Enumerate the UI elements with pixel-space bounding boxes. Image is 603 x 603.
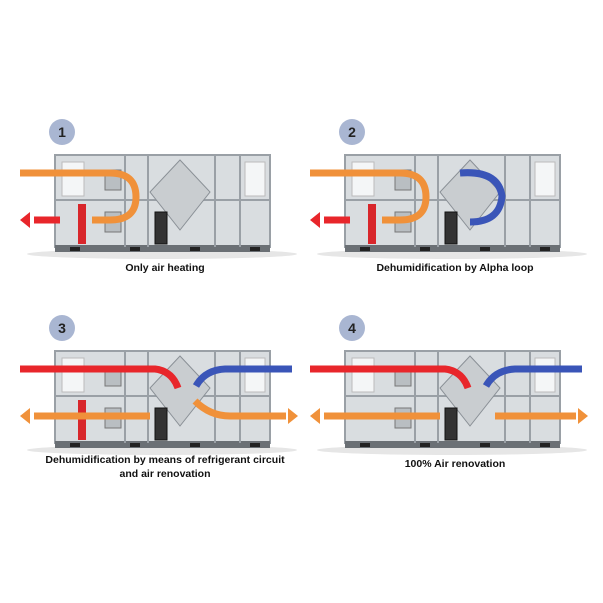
heat-exchanger-icon — [149, 159, 211, 231]
step-number: 2 — [348, 124, 356, 140]
arrow-head — [20, 408, 30, 424]
supply-air-arrow — [310, 169, 430, 224]
base-slot — [540, 247, 550, 251]
filter-panel — [244, 357, 266, 393]
heating-coil — [78, 204, 86, 244]
exhaust-air-arrow — [192, 365, 292, 388]
panel-only-air-heating: 1 Only air heating — [20, 119, 320, 320]
base-slot — [130, 247, 140, 251]
base-slot — [540, 443, 550, 447]
base-slot — [250, 443, 260, 447]
panel-refrigerant-circuit: 3 Dehumidification by means of refrigera… — [20, 315, 320, 516]
arrow-head — [20, 212, 30, 228]
filter-panel — [351, 161, 375, 197]
unit-base — [55, 441, 270, 448]
panel-air-renovation: 4 100% Air renovation — [310, 315, 603, 516]
heating-coil — [368, 204, 376, 244]
step-number: 3 — [58, 320, 66, 336]
base-slot — [360, 443, 370, 447]
filter-panel — [534, 161, 556, 197]
unit-base — [345, 441, 560, 448]
unit-illustration-3: 3 — [20, 315, 298, 455]
base-slot — [420, 443, 430, 447]
step-number: 4 — [348, 320, 356, 336]
heating-coil — [78, 400, 86, 440]
base-slot — [130, 443, 140, 447]
base-slot — [360, 247, 370, 251]
filter-panel — [244, 161, 266, 197]
base-slot — [190, 443, 200, 447]
panel-caption: 100% Air renovation — [404, 458, 506, 470]
base-slot — [70, 443, 80, 447]
base-slot — [70, 247, 80, 251]
unit-illustration-4: 4 — [310, 315, 588, 455]
arrow-head — [578, 408, 588, 424]
panel-caption: Only air heating — [125, 262, 205, 274]
panel-alpha-loop: 2 Dehumidification by Alpha loop — [310, 119, 603, 320]
base-slot — [420, 247, 430, 251]
panel-caption: Dehumidification by Alpha loop — [376, 262, 534, 274]
arrow-head — [288, 408, 298, 424]
filter-panel — [534, 357, 556, 393]
return-air-arrow — [310, 365, 472, 390]
step-number-badge — [339, 315, 365, 341]
base-slot — [190, 247, 200, 251]
compressor-icon — [154, 407, 168, 441]
compressor-icon — [444, 407, 458, 441]
filter-panel — [351, 357, 375, 393]
base-slot — [250, 247, 260, 251]
return-air-arrow — [20, 365, 182, 390]
step-number-badge — [339, 119, 365, 145]
base-slot — [480, 247, 490, 251]
filter-panel — [61, 161, 85, 197]
step-number-badge — [49, 315, 75, 341]
alpha-loop-arrow — [459, 169, 506, 226]
arrow-head — [310, 212, 320, 228]
unit-base — [345, 245, 560, 252]
fresh-air-arrow — [192, 398, 286, 420]
exhaust-air-arrow — [482, 365, 582, 388]
unit-base — [55, 245, 270, 252]
compressor-icon — [444, 211, 458, 245]
step-number-badge — [49, 119, 75, 145]
base-slot — [480, 443, 490, 447]
unit-illustration-1: 1 — [20, 119, 297, 259]
panel-caption: Dehumidification by means of refrigerant… — [45, 454, 285, 480]
supply-air-arrow — [20, 169, 140, 224]
compressor-icon — [154, 211, 168, 245]
unit-illustration-2: 2 — [310, 119, 587, 259]
arrow-head — [310, 408, 320, 424]
step-number: 1 — [58, 124, 66, 140]
filter-panel — [61, 357, 85, 393]
